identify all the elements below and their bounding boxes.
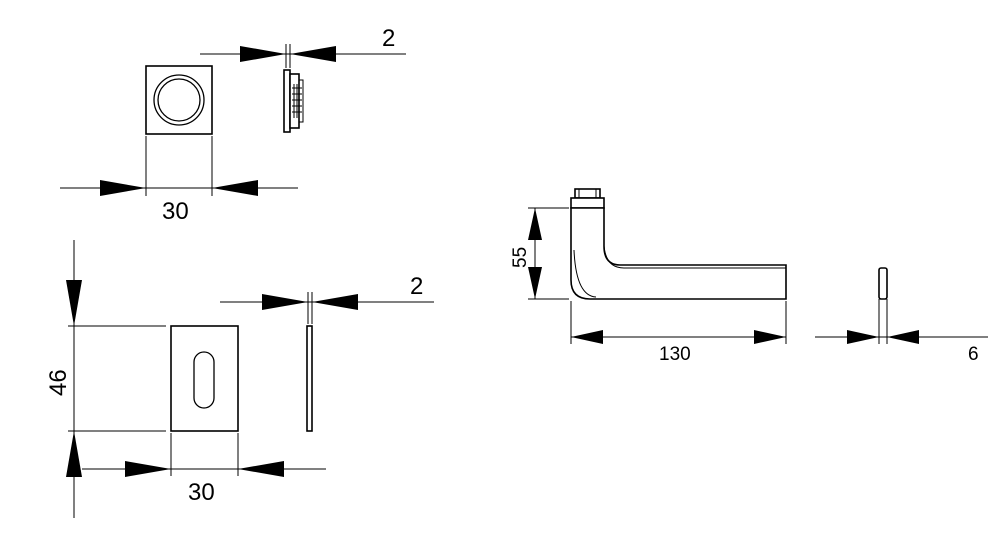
lever-side-view	[570, 188, 787, 300]
lever-end-view	[878, 267, 888, 300]
dim-escutcheon-height: 46	[45, 240, 166, 518]
dim-escutcheon-width: 30	[82, 433, 326, 506]
escutcheon-front-view	[170, 325, 239, 432]
dim-rosette-thickness-label: 2	[382, 25, 395, 52]
escutcheon-side-view	[306, 325, 313, 432]
dim-escutcheon-thickness: 2	[220, 273, 434, 324]
rosette-front-view	[145, 65, 213, 135]
dim-lever-length-label: 130	[659, 344, 691, 365]
dim-rosette-width-label: 30	[162, 198, 189, 225]
dim-escutcheon-thickness-label: 2	[410, 273, 423, 300]
dim-escutcheon-width-label: 30	[188, 479, 215, 506]
dim-lever-thickness: 6	[815, 299, 988, 365]
rosette-side-view	[283, 69, 304, 133]
dim-lever-thickness-label: 6	[968, 344, 979, 365]
dim-lever-height: 55	[510, 207, 569, 300]
dim-lever-height-label: 55	[510, 247, 531, 268]
dim-lever-length: 130	[570, 301, 787, 365]
dim-rosette-width: 30	[60, 136, 298, 225]
dim-escutcheon-height-label: 46	[45, 369, 72, 396]
dim-rosette-thickness: 2	[200, 25, 406, 68]
